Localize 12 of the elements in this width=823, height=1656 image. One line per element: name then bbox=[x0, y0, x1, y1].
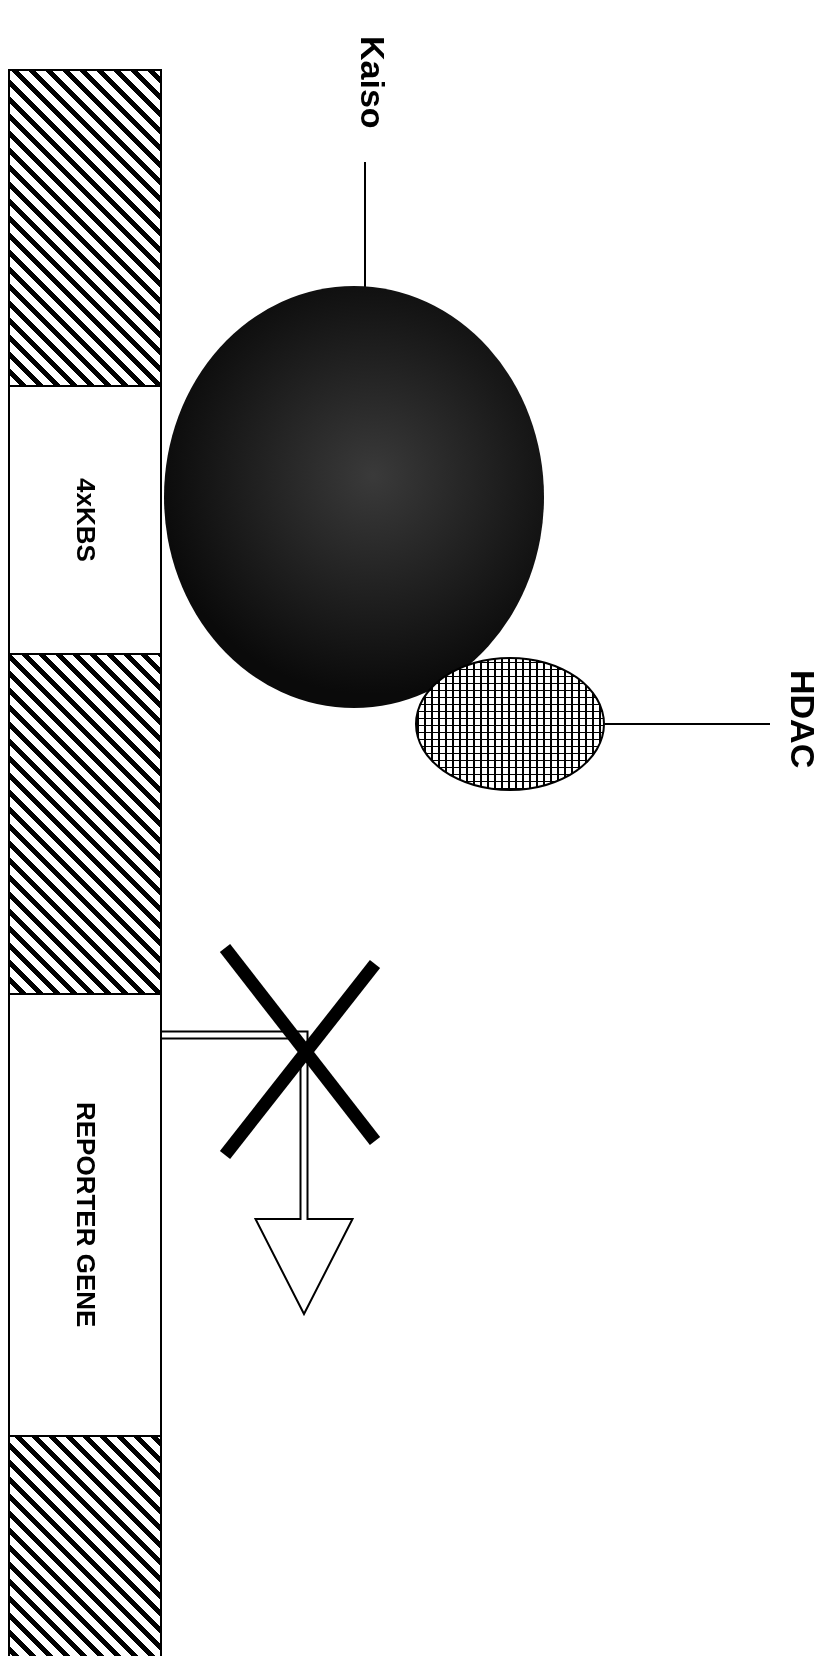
transcription-arrow bbox=[162, 1030, 354, 1315]
leader-line bbox=[364, 161, 366, 288]
hatched-dna-segment bbox=[8, 1435, 162, 1656]
segment-label: 4xKBS bbox=[71, 478, 99, 562]
hatched-dna-segment bbox=[8, 69, 162, 387]
hatched-dna-segment bbox=[8, 653, 162, 995]
segment-label: REPORTER GENE bbox=[71, 1102, 99, 1328]
reporter-gene-segment bbox=[8, 993, 162, 1437]
leader-line bbox=[604, 723, 771, 725]
protein-label: Kaiso bbox=[340, 2, 390, 162]
protein-label: HDAC bbox=[768, 652, 820, 787]
binding-site-segment bbox=[8, 385, 162, 655]
